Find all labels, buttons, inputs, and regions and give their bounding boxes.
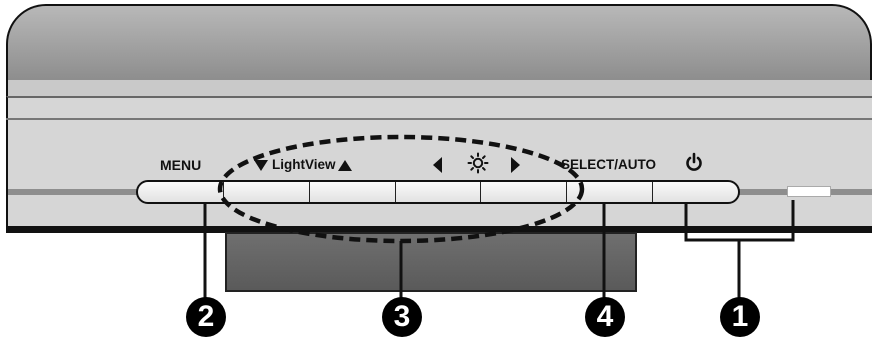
menu-button[interactable] <box>138 182 224 202</box>
callout-bracket-1 <box>684 200 795 242</box>
lightview-down-button[interactable] <box>224 182 310 202</box>
select-auto-label: SELECT/AUTO <box>561 157 657 172</box>
panel-groove-left <box>8 189 138 195</box>
control-button-bar <box>136 180 740 204</box>
brightness-right-button[interactable] <box>481 182 568 202</box>
callout-marker-2: 2 <box>186 297 226 337</box>
panel-divider <box>6 118 872 120</box>
panel-groove-right <box>830 189 872 195</box>
monitor-top-bezel <box>6 4 872 86</box>
down-triangle-icon <box>254 160 268 171</box>
callout-marker-4: 4 <box>585 297 625 337</box>
monitor-stand <box>225 232 637 292</box>
brightness-left-button[interactable] <box>396 182 482 202</box>
power-icon <box>686 152 702 171</box>
bezel-lip <box>6 80 872 96</box>
left-arrow-icon <box>433 157 442 173</box>
panel-bottom-edge <box>6 226 872 233</box>
menu-label: MENU <box>160 157 202 173</box>
panel-groove-mid <box>738 189 788 195</box>
right-arrow-icon <box>511 157 520 173</box>
lightview-up-button[interactable] <box>310 182 396 202</box>
up-triangle-icon <box>338 160 352 171</box>
brightness-sun-icon <box>467 152 489 174</box>
select-auto-button[interactable] <box>567 182 654 202</box>
lightview-label: LightView <box>272 157 336 172</box>
power-indicator-led <box>787 186 831 197</box>
callout-marker-1: 1 <box>720 297 760 337</box>
adjust-buttons-dashed-outline <box>217 134 585 244</box>
callout-marker-3: 3 <box>382 297 422 337</box>
